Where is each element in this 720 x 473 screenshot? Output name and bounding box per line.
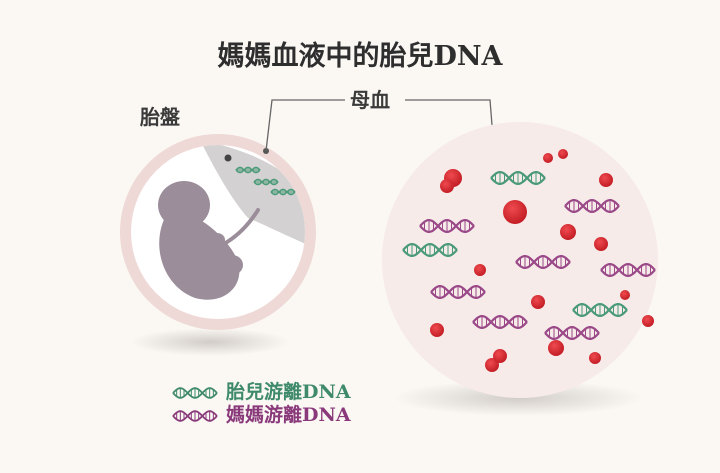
- maternal-dna-icon: [515, 254, 571, 270]
- diagram-title: 媽媽血液中的胎兒DNA: [217, 41, 503, 72]
- fetal-dna-icon: [572, 302, 628, 318]
- fetal-dna-icon: [235, 166, 261, 174]
- fetal-dna-icon: [402, 242, 458, 258]
- red-blood-cell: [589, 352, 601, 364]
- maternal-dna-icon: [472, 314, 528, 330]
- maternal-dna-icon: [564, 198, 620, 214]
- fetal-dna-legend-icon: [172, 387, 218, 399]
- maternal-dna-icon: [600, 262, 656, 278]
- maternal-blood-diagram: [382, 122, 658, 398]
- maternal-dna-icon: [544, 325, 600, 341]
- fetal-dna-icon: [253, 178, 279, 186]
- blood-content: [402, 149, 656, 372]
- red-blood-cell: [493, 349, 507, 363]
- maternal-blood-label: 母血: [350, 88, 390, 112]
- placenta-label: 胎盤: [140, 105, 180, 129]
- legend-label-fetal: 胎兒游離DNA: [226, 381, 351, 403]
- red-blood-cell: [620, 290, 630, 300]
- red-blood-cell: [548, 340, 564, 356]
- womb-shadow: [130, 328, 290, 356]
- legend-icons: [172, 387, 218, 422]
- legend-item-maternal-dna: 媽媽游離DNA: [172, 404, 351, 426]
- red-blood-cell: [474, 264, 486, 276]
- maternal-dna-icon: [419, 218, 475, 234]
- red-blood-cell: [543, 153, 553, 163]
- red-blood-cell: [503, 200, 527, 224]
- fetal-dna-icon: [270, 188, 296, 196]
- red-blood-cell: [560, 224, 576, 240]
- placenta-dna-group: [235, 166, 296, 196]
- blood-shadow: [393, 380, 643, 416]
- red-blood-cell: [531, 295, 545, 309]
- red-blood-cell: [642, 315, 654, 327]
- legend-item-fetal-dna: 胎兒游離DNA: [172, 381, 351, 403]
- red-blood-cell: [599, 173, 613, 187]
- red-blood-cell: [485, 358, 499, 372]
- placenta-region: [200, 145, 305, 245]
- placenta-pointer-dot: [224, 154, 232, 162]
- fetal-dna-icon: [490, 170, 546, 186]
- fetus-icon: [158, 181, 243, 300]
- maternal-dna-legend-icon: [172, 410, 218, 422]
- red-blood-cell: [440, 179, 454, 193]
- red-blood-cell: [594, 237, 608, 251]
- maternal-dna-icon: [430, 284, 486, 300]
- legend-label-maternal: 媽媽游離DNA: [226, 404, 351, 426]
- red-blood-cell: [430, 323, 444, 337]
- womb-diagram: [120, 134, 316, 330]
- red-blood-cell: [558, 149, 568, 159]
